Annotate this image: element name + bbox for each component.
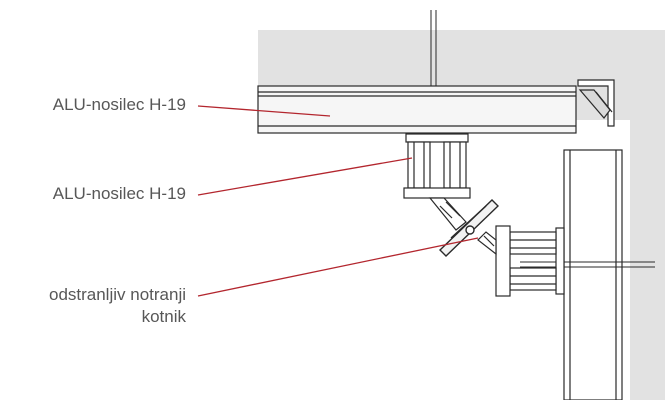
top-beam [257, 85, 577, 134]
leader-corner [197, 237, 479, 297]
removable-inner-corner [439, 199, 499, 257]
leader-lower-beam [197, 157, 413, 196]
right-wall [563, 149, 623, 401]
label-top-beam: ALU-nosilec H-19 [52, 95, 186, 114]
upper-clamp [403, 133, 471, 199]
leader-top-beam [197, 105, 331, 117]
right-cable [520, 261, 655, 268]
corner-connectors [428, 197, 497, 256]
label-removable-corner: odstranljiv notranji kotnik [0, 284, 186, 328]
label-lower-beam: ALU-nosilec H-19 [52, 184, 186, 203]
side-clamp [495, 225, 565, 297]
corner-fitting [577, 79, 615, 127]
leader-lines [197, 105, 479, 297]
label-removable-corner-line1: odstranljiv notranji [48, 285, 186, 304]
label-removable-corner-line2: kotnik [141, 307, 186, 326]
